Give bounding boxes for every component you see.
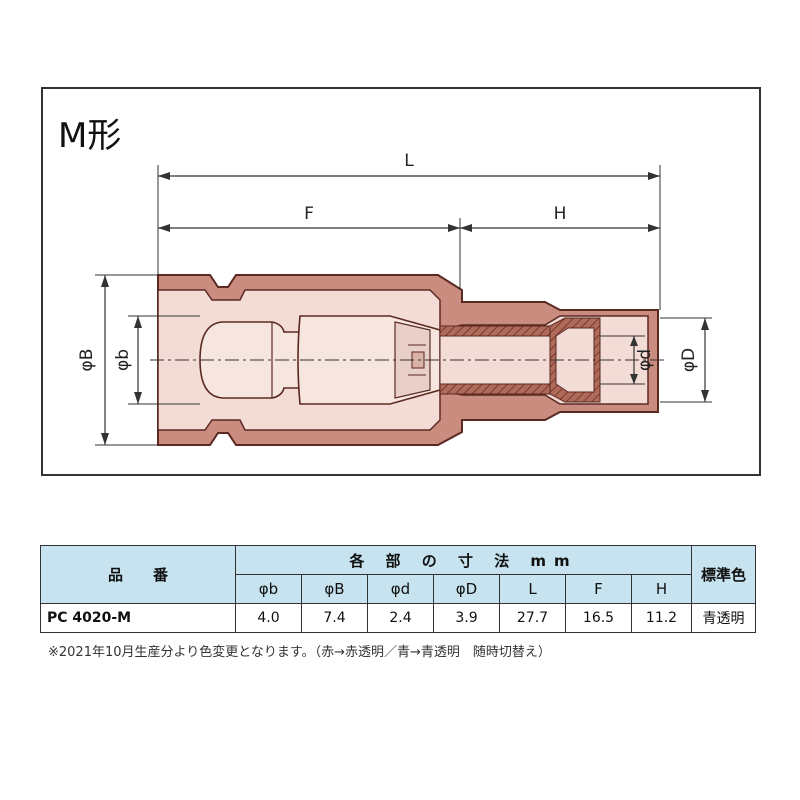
value-phib: 4.0 — [235, 603, 302, 633]
color-cell: 青透明 — [691, 603, 757, 633]
part-number-header: 品 番 — [40, 545, 236, 604]
dim-label-H: H — [554, 204, 567, 224]
value-phiD: 3.9 — [433, 603, 500, 633]
dim-H — [460, 224, 660, 232]
column-header-phid: φd — [367, 574, 434, 604]
dim-label-phib: φb — [113, 349, 133, 371]
dim-phiD — [701, 318, 709, 402]
table-row: PC 4020-M 4.0 7.4 2.4 3.9 27.7 16.5 11.2… — [40, 603, 757, 633]
value-H: 11.2 — [630, 603, 693, 633]
dim-label-L: L — [404, 151, 414, 171]
dim-label-phiD: φD — [679, 348, 699, 372]
color-change-note: ※2021年10月生産分より色変更となります。（赤→赤透明／青→青透明 随時切替… — [48, 645, 551, 660]
column-header-L: L — [499, 574, 566, 604]
part-number-cell: PC 4020-M — [40, 603, 236, 633]
value-F: 16.5 — [565, 603, 632, 633]
dim-phib — [134, 316, 142, 404]
dim-F — [158, 224, 460, 232]
column-header-phiD: φD — [433, 574, 500, 604]
drawing-title: M形 — [58, 116, 121, 156]
dim-phid — [630, 336, 638, 384]
value-L: 27.7 — [499, 603, 566, 633]
spec-table: 品 番 各 部 の 寸 法 mm 標準色 φb φB φd φD L F H P… — [40, 545, 757, 633]
dim-label-phid: φd — [635, 349, 655, 371]
column-header-phib: φb — [235, 574, 302, 604]
dim-phiB — [101, 275, 109, 445]
dim-L — [158, 172, 660, 180]
value-phiB: 7.4 — [301, 603, 368, 633]
dimensions-header: 各 部 の 寸 法 mm — [234, 545, 693, 575]
column-header-H: H — [630, 574, 693, 604]
dim-label-F: F — [304, 204, 314, 224]
value-phid: 2.4 — [367, 603, 434, 633]
dim-label-phiB: φB — [77, 349, 97, 372]
column-header-phiB: φB — [301, 574, 368, 604]
standard-color-header: 標準色 — [691, 545, 757, 604]
column-header-F: F — [565, 574, 632, 604]
